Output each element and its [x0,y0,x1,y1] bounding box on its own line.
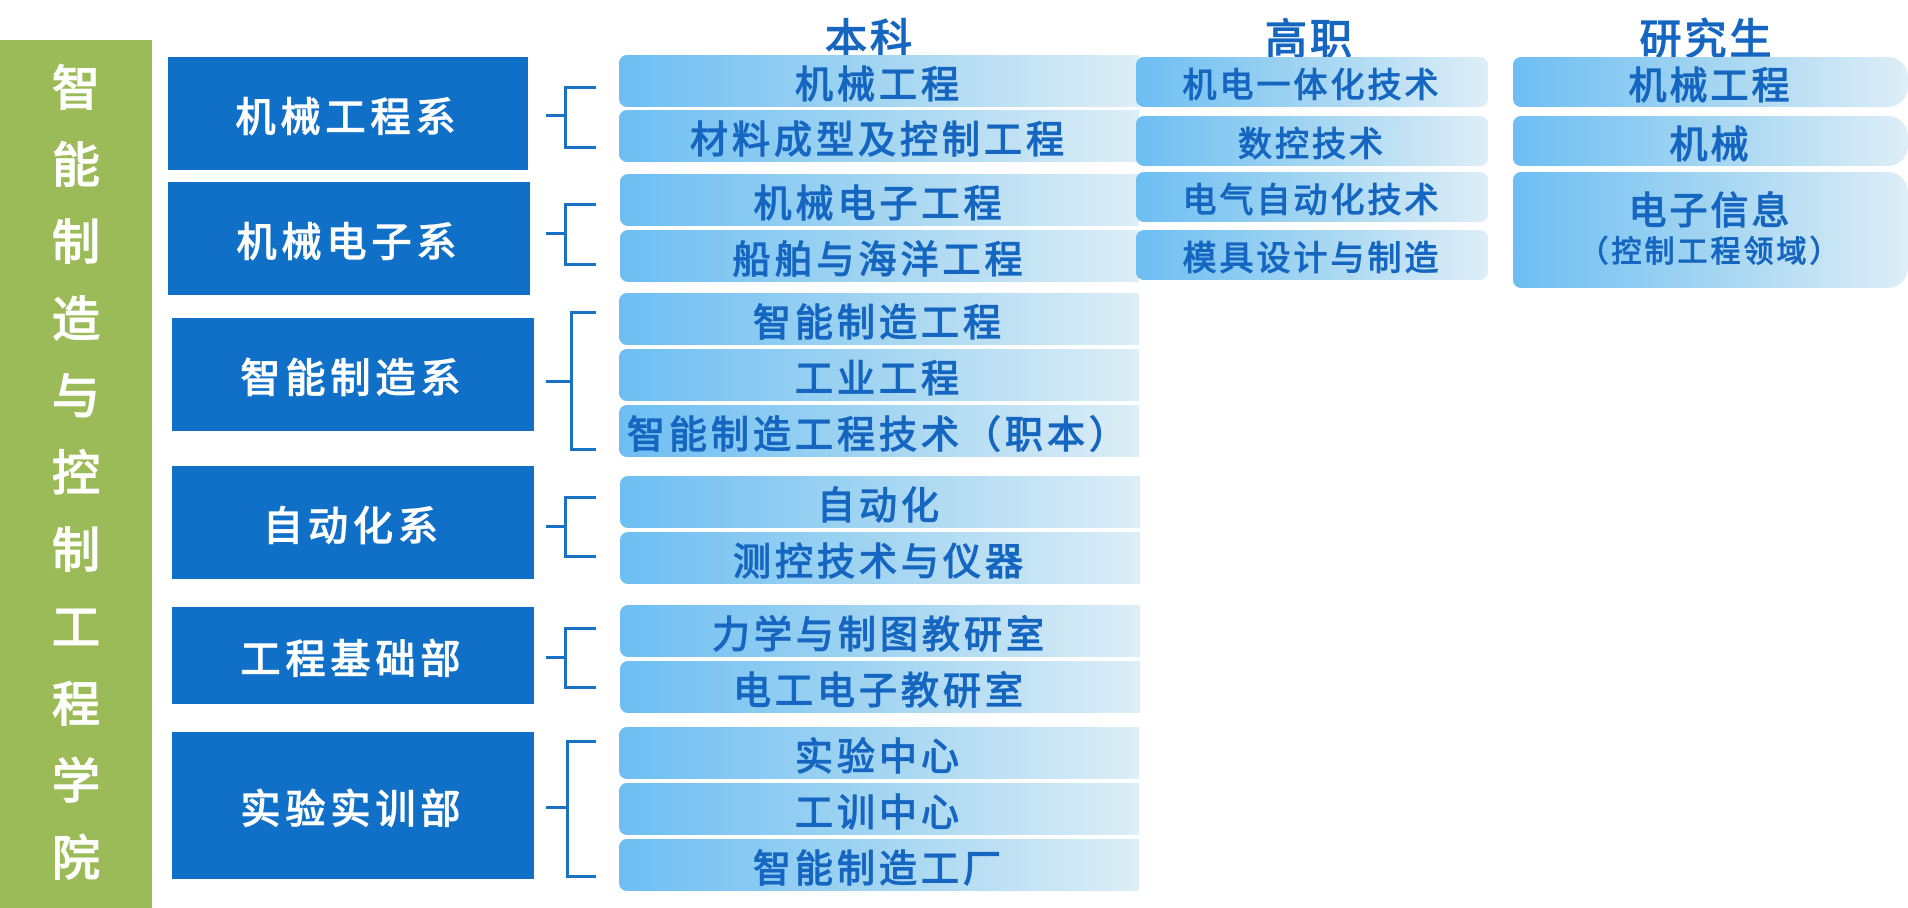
program-item: 自动化 [620,476,1140,528]
program-item: 机械电子工程 [620,174,1139,226]
graduate-item: 机械 [1513,116,1908,166]
bracket-stub [546,232,564,235]
college-title-bar: 智 能 制 造 与 控 制 工 程 学 院 [0,40,152,908]
bracket [564,203,596,266]
college-char: 工 [51,600,100,657]
bracket-stub [546,806,566,809]
program-item: 力学与制图教研室 [620,605,1140,657]
header-vocational: 高职 [1264,15,1355,64]
college-char: 院 [51,831,100,888]
bracket-stub [546,380,570,383]
vocational-item: 模具设计与制造 [1136,230,1488,280]
dept-experimental-training: 实验实训部 [172,732,534,879]
program-item: 实验中心 [619,727,1139,779]
vocational-item: 电气自动化技术 [1136,172,1488,222]
graduate-item: 机械工程 [1513,57,1908,107]
program-item: 机械工程 [619,55,1139,107]
header-graduate: 研究生 [1639,15,1775,64]
program-item: 智能制造工程 [619,293,1139,345]
bracket [566,740,596,878]
college-char: 智 [51,60,100,117]
program-item: 工业工程 [619,349,1139,401]
graduate-item: 电子信息 （控制工程领域） [1513,172,1908,288]
college-char: 程 [51,677,100,734]
graduate-item-main: 电子信息 [1628,189,1793,234]
vocational-item: 机电一体化技术 [1136,57,1488,107]
dept-engineering-foundation: 工程基础部 [172,607,534,704]
program-item: 工训中心 [619,783,1139,835]
college-char: 控 [51,445,100,502]
bracket-stub [546,656,564,659]
bracket [564,627,596,689]
program-item: 船舶与海洋工程 [620,230,1139,282]
program-item: 智能制造工程技术（职本） [619,405,1139,457]
college-char: 能 [51,137,100,194]
program-item: 测控技术与仪器 [620,532,1140,584]
college-char: 与 [51,368,100,425]
dept-mechanical-engineering: 机械工程系 [168,57,528,170]
bracket-stub [546,114,564,117]
graduate-item-sub: （控制工程领域） [1578,234,1843,270]
vocational-item: 数控技术 [1136,116,1488,166]
program-item: 电工电子教研室 [620,661,1140,713]
bracket [564,496,596,558]
dept-mechatronics: 机械电子系 [168,182,530,295]
college-char: 制 [51,523,100,579]
dept-automation: 自动化系 [172,466,534,579]
program-item: 材料成型及控制工程 [619,110,1139,162]
college-char: 学 [51,754,100,811]
bracket [564,86,596,149]
dept-intelligent-manufacturing: 智能制造系 [172,318,534,431]
bracket [570,311,596,451]
bracket-stub [546,525,564,528]
program-item: 智能制造工厂 [619,839,1139,891]
college-char: 制 [51,214,100,271]
college-char: 造 [51,291,100,348]
